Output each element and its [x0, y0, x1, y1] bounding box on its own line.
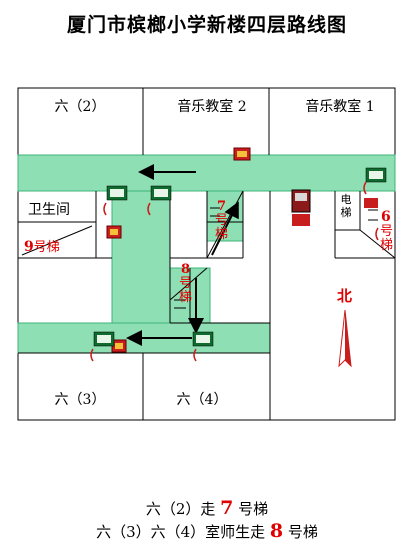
room-label-6-2: 六（2） — [54, 99, 106, 115]
room-label-music-2: 音乐教室 2 — [177, 99, 247, 115]
exit-sign-icon — [192, 331, 214, 347]
exit-sign-icon — [150, 185, 172, 201]
instruction-2-prefix: 六（3）六（4）室师生走 — [96, 523, 270, 541]
map-title: 厦门市槟榔小学新楼四层路线图 — [66, 14, 347, 36]
instruction-2-stair: 8 — [269, 520, 284, 542]
north-corridor — [17, 154, 396, 192]
middle-partitions — [169, 191, 271, 324]
exit-sign-icon — [93, 331, 115, 347]
instruction-line-1: 六（2）走 7 号梯 — [0, 497, 414, 519]
handset-icon — [363, 181, 367, 195]
north-rooms — [142, 88, 270, 155]
west-block — [18, 191, 112, 259]
instruction-2-suffix: 号梯 — [283, 523, 318, 541]
instruction-1-stair: 7 — [220, 497, 234, 519]
handset-icon — [375, 227, 379, 241]
stair-6-label: 号梯 — [380, 224, 394, 253]
handset-icon — [147, 202, 151, 216]
stair-7-label: 号梯 — [215, 213, 229, 242]
exit-sign-icon — [365, 167, 387, 183]
fire-hydrant-icon — [364, 198, 378, 208]
stair-6-number: 6 — [381, 209, 391, 225]
stair-8-label: 号梯 — [179, 276, 193, 305]
room-label-elevator: 电梯 — [340, 193, 352, 219]
fire-alarm-panel-icon — [291, 189, 311, 226]
handset-icon — [193, 348, 197, 362]
room-label-music-1: 音乐教室 1 — [305, 99, 375, 115]
exit-sign-icons — [93, 167, 387, 347]
north-label: 北 — [337, 287, 353, 305]
stair-9-label: 号梯 — [33, 240, 60, 255]
handset-icon — [103, 202, 107, 216]
arrow-stair7 — [211, 201, 239, 256]
stair-8-treads — [169, 267, 208, 323]
instruction-line-2: 六（3）六（4）室师生走 8 号梯 — [0, 520, 414, 542]
alarm-handset-icons — [90, 181, 379, 362]
north-arrow-icon — [338, 309, 352, 368]
instruction-1-prefix: 六（2）走 — [145, 500, 221, 518]
hydrant-icons — [106, 147, 378, 353]
exit-sign-icon — [106, 185, 128, 201]
east-block — [334, 191, 396, 259]
room-label-6-3: 六（3） — [54, 392, 106, 408]
stair-7-number: 7 — [217, 199, 227, 214]
center-corridor — [111, 190, 171, 324]
stair-8-number: 8 — [181, 262, 191, 277]
south-rooms — [18, 323, 271, 420]
fire-hydrant-icon — [106, 225, 122, 239]
room-label-wc: 卫生间 — [28, 202, 70, 218]
fire-hydrant-icon — [233, 147, 251, 161]
stair-9-tag: 9号梯 — [24, 236, 60, 255]
stair-9-number: 9 — [24, 239, 34, 255]
route-arrows — [126, 164, 239, 346]
handset-icon — [90, 348, 94, 362]
building-outline — [17, 87, 396, 421]
stair-9-diagonal — [21, 225, 93, 256]
instruction-1-suffix: 号梯 — [233, 500, 269, 518]
room-label-6-4: 六（4） — [176, 392, 228, 408]
